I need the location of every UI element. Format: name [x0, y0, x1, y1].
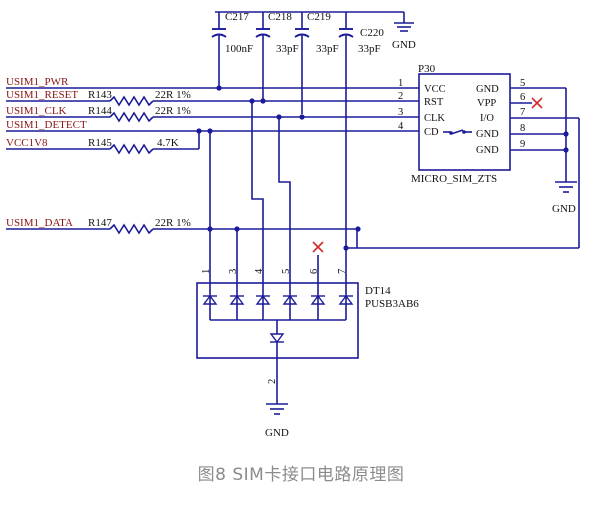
pin-num: 1 — [398, 78, 403, 89]
pin-name: GND — [476, 145, 499, 156]
net-usim1-clk: USIM1_CLK R144 22R 1% — [6, 105, 419, 123]
cap-value: 33pF — [276, 43, 299, 55]
tvs-ground-label: GND — [265, 427, 289, 439]
connector-ground-label: GND — [552, 203, 576, 215]
pin-num: 4 — [398, 121, 404, 132]
resistor-value: 22R 1% — [155, 105, 191, 117]
cap-value: 33pF — [358, 43, 381, 55]
resistor-ref: R145 — [88, 137, 112, 149]
pin-num: 5 — [520, 78, 525, 89]
resistor-ref: R147 — [88, 217, 112, 229]
resistor-value: 22R 1% — [155, 217, 191, 229]
capacitor-c220: C220 33pF — [338, 12, 384, 248]
net-vcc1v8: VCC1V8 R145 4.7K — [6, 131, 200, 155]
tvs-bottom-pin: 2 — [267, 379, 278, 384]
pin-name: GND — [476, 84, 499, 95]
capacitor-c218: C218 33pF — [255, 11, 299, 101]
net-label: USIM1_DATA — [6, 217, 73, 229]
tvs-ref: DT14 — [365, 285, 391, 297]
capacitor-c219: C219 33pF — [294, 11, 339, 114]
cap-ref: C219 — [307, 11, 331, 23]
connector-ground-symbol: GND — [552, 181, 577, 215]
sim-connector-p30: P30 MICRO_SIM_ZTS 1 VCC 2 RST 3 CLK 4 CD… — [398, 63, 580, 248]
resistor-ref: R143 — [88, 89, 112, 101]
junction-dots — [196, 85, 361, 251]
tvs-diode — [338, 294, 354, 305]
net-usim1-pwr: USIM1_PWR — [6, 76, 419, 89]
pin-name: CD — [424, 127, 439, 138]
pin-name: CLK — [424, 113, 445, 124]
tvs-routing — [207, 98, 579, 283]
no-connect-vpp — [531, 97, 543, 109]
net-label: USIM1_CLK — [6, 105, 67, 117]
pin-name: VCC — [424, 84, 446, 95]
net-label: USIM1_DETECT — [6, 119, 87, 131]
resistor-ref: R144 — [88, 105, 112, 117]
top-ground-symbol — [394, 22, 414, 32]
cap-ref: C217 — [225, 11, 249, 23]
tvs-diode — [229, 294, 245, 305]
resistor-value: 4.7K — [157, 137, 179, 149]
pin-name: VPP — [477, 98, 496, 109]
net-usim1-reset: USIM1_RESET R143 22R 1% — [6, 89, 419, 107]
no-connect-pin6-tvs — [312, 241, 324, 253]
figure-caption: 图8 SIM卡接口电路原理图 — [197, 465, 405, 485]
pin-num: 3 — [398, 107, 403, 118]
cap-ref: C220 — [360, 27, 384, 39]
tvs-pin-num: 3 — [228, 269, 239, 274]
connector-ref: P30 — [418, 63, 436, 75]
card-detect-switch — [443, 129, 472, 135]
tvs-pin-num: 4 — [254, 268, 265, 274]
tvs-pin-num: 6 — [309, 269, 320, 274]
pin-num: 9 — [520, 139, 525, 150]
top-ground-label: GND — [392, 39, 416, 51]
tvs-ground: 2 GND — [265, 358, 289, 439]
net-label: USIM1_PWR — [6, 76, 69, 88]
cap-ref: C218 — [268, 11, 292, 23]
pin-num: 7 — [520, 107, 525, 118]
tvs-diode — [282, 294, 298, 305]
capacitor-c217: C217 100nF — [211, 11, 253, 88]
tvs-diode — [310, 294, 326, 305]
tvs-part: PUSB3AB6 — [365, 298, 419, 310]
tvs-pin-num: 5 — [281, 269, 292, 274]
resistor-value: 22R 1% — [155, 89, 191, 101]
cap-value: 33pF — [316, 43, 339, 55]
connector-name: MICRO_SIM_ZTS — [411, 173, 497, 185]
net-usim1-data: USIM1_DATA R147 22R 1% — [6, 217, 358, 235]
pin-num: 2 — [398, 91, 403, 102]
tvs-pin-num: 1 — [201, 269, 212, 274]
tvs-pin-num: 7 — [337, 269, 348, 274]
pin-num: 6 — [520, 92, 525, 103]
tvs-diode — [255, 294, 271, 305]
pin-name: I/O — [480, 113, 494, 124]
cap-value: 100nF — [225, 43, 253, 55]
net-label: VCC1V8 — [6, 137, 48, 149]
pin-name: RST — [424, 97, 444, 108]
pin-name: GND — [476, 129, 499, 140]
net-label: USIM1_RESET — [6, 89, 78, 101]
pin-num: 8 — [520, 123, 525, 134]
tvs-diode — [202, 294, 218, 305]
capacitor-bank: GND C217 100nF C218 33pF C219 33pF — [211, 11, 416, 248]
